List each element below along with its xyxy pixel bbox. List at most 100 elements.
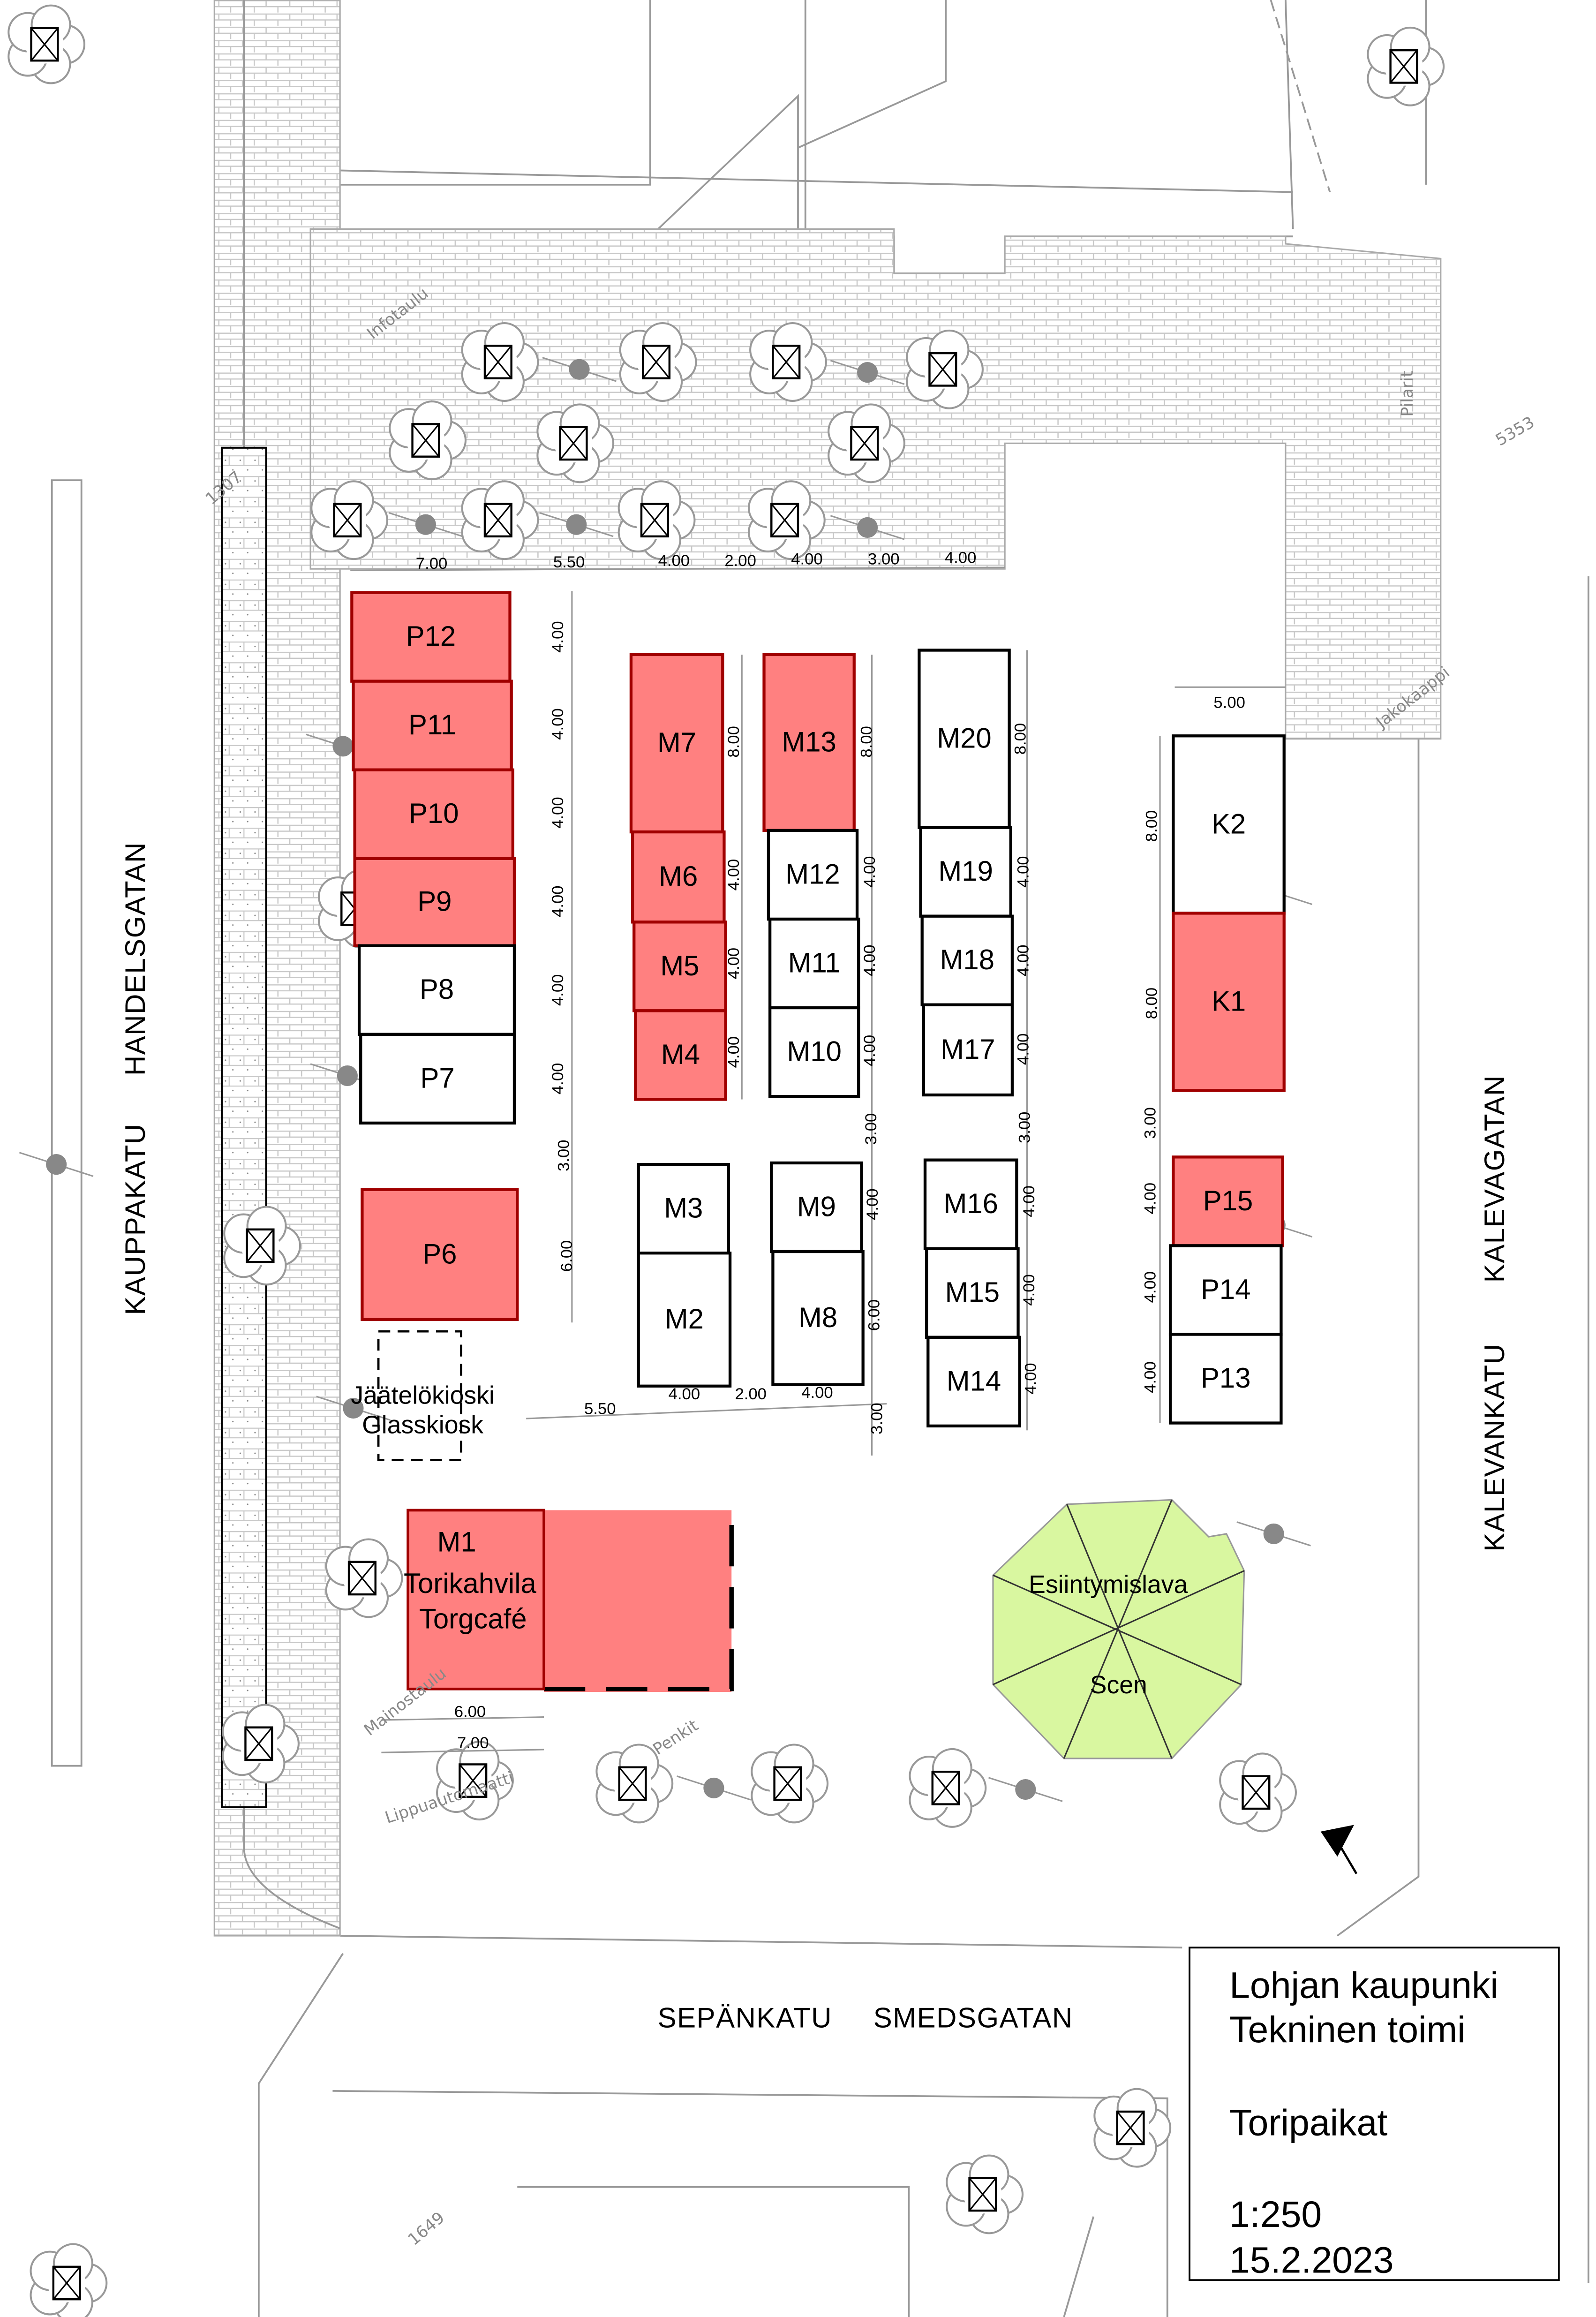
dimension-label: 8.00 — [858, 726, 876, 757]
dimension-label: 4.00 — [864, 1188, 881, 1220]
stall-label: M14 — [947, 1365, 1001, 1396]
tree-icon — [1367, 26, 1445, 106]
dimension-label: 4.00 — [549, 974, 567, 1006]
stall-m7[interactable]: M7 — [629, 653, 724, 834]
dimension-label: 4.00 — [1020, 1185, 1038, 1217]
dimension-label: 6.00 — [865, 1299, 883, 1331]
cafe-name-fi: Torikahvila — [404, 1568, 536, 1599]
dimension-label: 4.00 — [861, 1035, 879, 1066]
stall-p8[interactable]: P8 — [357, 944, 516, 1036]
tree-icon — [325, 1538, 403, 1618]
stall-m4[interactable]: M4 — [634, 1009, 727, 1101]
stall-k2[interactable]: K2 — [1172, 734, 1286, 915]
stall-m8[interactable]: M8 — [771, 1250, 865, 1386]
stall-m9[interactable]: M9 — [770, 1161, 863, 1253]
dimension-label: 5.50 — [553, 553, 585, 571]
stall-p9[interactable]: P9 — [353, 857, 516, 947]
stall-label: P7 — [421, 1062, 455, 1094]
dimension-label: 8.00 — [1143, 810, 1161, 842]
stall-label: M20 — [937, 723, 991, 754]
stall-m13[interactable]: M13 — [762, 653, 856, 832]
stall-m5[interactable]: M5 — [632, 921, 727, 1012]
dimension-label: 2.00 — [724, 552, 756, 570]
stall-label: M12 — [785, 858, 840, 890]
cafe-stall-m1[interactable]: M1 Torikahvila Torgcafé — [404, 1509, 734, 1692]
tree-icon — [906, 329, 984, 409]
tree-icon — [1219, 1752, 1297, 1833]
street-lamp-icon — [830, 360, 905, 385]
stall-m10[interactable]: M10 — [768, 1006, 860, 1098]
title-name: Toripaikat — [1229, 2102, 1387, 2143]
stall-m14[interactable]: M14 — [926, 1336, 1021, 1428]
stall-label: M2 — [665, 1303, 704, 1335]
ice-cream-kiosk[interactable]: Jäätelökioski Glasskiosk — [351, 1330, 495, 1461]
stall-p7[interactable]: P7 — [359, 1033, 516, 1125]
dimension-label: 4.00 — [1015, 856, 1032, 887]
stall-p15[interactable]: P15 — [1172, 1155, 1284, 1247]
tree-icon — [751, 1743, 829, 1824]
note-1649: 1649 — [405, 2208, 448, 2249]
dimension-lines — [350, 566, 1286, 1753]
stall-p10[interactable]: P10 — [353, 768, 514, 860]
stall-m2[interactable]: M2 — [637, 1252, 732, 1388]
stall-p12[interactable]: P12 — [350, 591, 512, 683]
cafe-code: M1 — [437, 1526, 476, 1558]
dimension-label: 3.00 — [1142, 1107, 1159, 1139]
street-east-fi: KALEVANKATU — [1479, 1343, 1510, 1551]
dimension-label: 4.00 — [1015, 945, 1032, 976]
stall-p13[interactable]: P13 — [1168, 1333, 1283, 1425]
dimension-label: 4.00 — [791, 551, 822, 568]
stall-m18[interactable]: M18 — [920, 914, 1014, 1006]
stall-m11[interactable]: M11 — [768, 917, 860, 1010]
street-east-sv: KALEVAGATAN — [1479, 1075, 1510, 1283]
dimension-label: 3.00 — [862, 1113, 880, 1145]
stall-k1[interactable]: K1 — [1172, 912, 1286, 1092]
stall-p6[interactable]: P6 — [361, 1188, 519, 1321]
street-south-sv: SMEDSGATAN — [873, 2002, 1073, 2033]
stall-m3[interactable]: M3 — [637, 1162, 730, 1255]
stall-m6[interactable]: M6 — [631, 830, 726, 924]
dimension-label: 4.00 — [1015, 1034, 1032, 1065]
stall-m19[interactable]: M19 — [919, 826, 1012, 918]
tree-icon — [536, 403, 615, 483]
dimension-label: 4.00 — [549, 621, 567, 652]
stall-label: M19 — [938, 855, 993, 887]
stall-m12[interactable]: M12 — [767, 829, 859, 921]
stall-m20[interactable]: M20 — [918, 649, 1011, 829]
title-org: Lohjan kaupunki — [1229, 1964, 1498, 2006]
north-arrow-icon — [1320, 1825, 1358, 1874]
plaza-paving — [309, 228, 1442, 740]
note-pilarit: Pilarit — [1398, 371, 1417, 417]
tree-icon — [222, 1704, 300, 1784]
tree-icon — [461, 322, 539, 402]
stall-p14[interactable]: P14 — [1168, 1244, 1283, 1336]
street-lamp-icon — [830, 515, 905, 540]
dimension-label: 4.00 — [658, 552, 690, 570]
tree-icon — [310, 480, 389, 560]
performance-stage[interactable]: Esiintymislava Scen — [992, 1499, 1245, 1759]
west-planter-strip — [221, 446, 267, 1808]
tree-icon — [223, 1206, 301, 1286]
note-penkit: Penkit — [650, 1716, 702, 1759]
stall-m15[interactable]: M15 — [925, 1247, 1020, 1339]
stall-m16[interactable]: M16 — [923, 1158, 1018, 1250]
street-lamp-icon — [1236, 1521, 1311, 1547]
stall-m17[interactable]: M17 — [922, 1003, 1014, 1097]
stall-label: M15 — [945, 1276, 1000, 1308]
dimension-label: 4.00 — [1020, 1274, 1038, 1306]
dimension-label: 5.00 — [1213, 694, 1245, 711]
dimension-label: 4.00 — [549, 797, 567, 828]
stall-p11[interactable]: P11 — [352, 679, 513, 771]
dimension-label: 8.00 — [725, 726, 743, 757]
tree-icon — [30, 2243, 108, 2317]
stall-label: P15 — [1203, 1185, 1253, 1216]
dimension-label: 3.00 — [555, 1140, 573, 1171]
stall-label: M10 — [787, 1036, 841, 1067]
kiosk-name-fi: Jäätelökioski — [351, 1382, 495, 1410]
stall-label: M17 — [941, 1034, 995, 1065]
street-lamp-icon — [19, 1152, 94, 1177]
stall-label: M16 — [943, 1188, 998, 1219]
title-dept: Tekninen toimi — [1229, 2009, 1465, 2050]
